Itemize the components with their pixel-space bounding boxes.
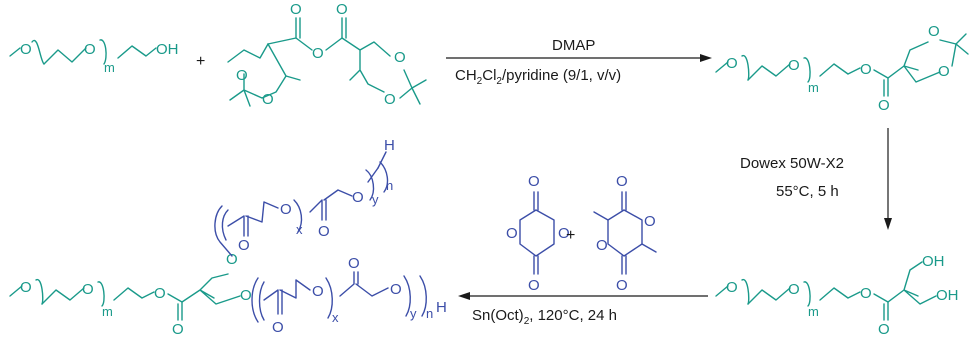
acetonide-ester: O O m O O O O	[715, 23, 969, 114]
atom-o: O	[290, 1, 302, 18]
atom-o: O	[644, 213, 656, 230]
atom-o: O	[938, 63, 950, 80]
reagent-dmap: DMAP	[552, 37, 595, 54]
atom-o: O	[726, 279, 738, 296]
atom-o: O	[384, 91, 396, 108]
atom-o: O	[788, 57, 800, 74]
reagent-conditions: 55°C, 5 h	[776, 183, 839, 200]
atom-o: O	[154, 285, 166, 302]
subscript-y: y	[372, 192, 379, 207]
reagent-catalyst: Sn(Oct)2, 120°C, 24 h	[472, 307, 617, 327]
glycolide: O O O O	[506, 173, 570, 294]
atom-o: O	[878, 321, 890, 338]
lactide: O O O O	[593, 173, 657, 294]
atom-o: O	[262, 91, 274, 108]
mpeg-oh: O O m OH	[9, 39, 179, 75]
subscript-x: x	[296, 222, 303, 237]
atom-o: O	[236, 67, 248, 84]
atom-o: O	[82, 281, 94, 298]
atom-o: O	[280, 201, 292, 218]
atom-oh: OH	[156, 41, 179, 58]
arrow-step-2	[884, 128, 892, 230]
atom-o: O	[312, 283, 324, 300]
subscript-x: x	[332, 310, 339, 325]
plus-sign: +	[566, 227, 575, 244]
plus-sign: +	[196, 53, 205, 70]
atom-oh: OH	[936, 287, 959, 304]
atom-h: H	[436, 299, 447, 316]
atom-o: O	[394, 49, 406, 66]
atom-o: O	[860, 61, 872, 78]
atom-o: O	[558, 225, 570, 242]
atom-o: O	[596, 237, 608, 254]
atom-o: O	[312, 45, 324, 62]
atom-o: O	[20, 279, 32, 296]
atom-o: O	[928, 23, 940, 40]
subscript-y: y	[410, 306, 417, 321]
atom-o: O	[788, 281, 800, 298]
subscript-m: m	[808, 304, 819, 319]
atom-o: O	[238, 237, 250, 254]
atom-o: O	[616, 277, 628, 294]
atom-o: O	[240, 287, 252, 304]
atom-oh: OH	[922, 253, 945, 270]
atom-o: O	[528, 173, 540, 190]
atom-o: O	[726, 55, 738, 72]
atom-o: O	[272, 319, 284, 336]
product-arm-upper: O O x O O y n H	[214, 137, 395, 257]
atom-o: O	[20, 41, 32, 58]
atom-o: O	[390, 281, 402, 298]
product-arm-lower: O O x O O y n H	[251, 255, 447, 336]
atom-o: O	[352, 189, 364, 206]
atom-o: O	[616, 173, 628, 190]
product-mpeg-core: O O m O O O O	[9, 251, 252, 338]
atom-o: O	[84, 41, 96, 58]
atom-o: O	[336, 1, 348, 18]
arrow-step-1	[446, 54, 712, 62]
arrow-step-3	[458, 292, 708, 300]
reagent-solvent: CH2Cl2/pyridine (9/1, v/v)	[455, 67, 621, 87]
atom-o: O	[172, 321, 184, 338]
atom-o: O	[528, 277, 540, 294]
atom-o: O	[348, 255, 360, 272]
mpeg-diol: O O m O O OH OH	[715, 253, 959, 338]
atom-o: O	[860, 285, 872, 302]
subscript-m: m	[104, 60, 115, 75]
atom-o: O	[506, 225, 518, 242]
atom-o: O	[226, 251, 238, 268]
subscript-n: n	[426, 306, 433, 321]
subscript-m: m	[808, 80, 819, 95]
subscript-n: n	[386, 178, 393, 193]
atom-h: H	[384, 137, 395, 154]
atom-o: O	[878, 97, 890, 114]
atom-o: O	[318, 223, 330, 240]
subscript-m: m	[102, 304, 113, 319]
reagent-dowex: Dowex 50W-X2	[740, 155, 844, 172]
anhydride: O O O O O O O	[227, 1, 427, 108]
